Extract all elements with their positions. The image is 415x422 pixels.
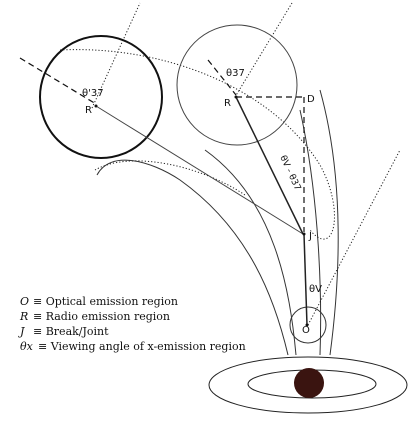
legend-text-r: ≡ Radio emission region <box>33 310 170 323</box>
radio-region-circle-right <box>176 24 298 146</box>
legend-symbol-r: R <box>19 310 28 323</box>
point-o <box>305 323 309 327</box>
jet-inner-left-wall <box>204 149 297 356</box>
label-theta-diff: θV - θ37 <box>277 154 302 192</box>
legend-text-theta: ≡ Viewing angle of x-emission region <box>38 340 246 353</box>
legend-text-j: ≡ Break/Joint <box>33 325 109 338</box>
dotted-envelope-outer <box>59 49 335 240</box>
line-j-to-o <box>303 233 308 326</box>
label-d: D <box>307 94 315 105</box>
sightline-right-circle <box>234 2 293 98</box>
jet-outer-right-wall <box>319 89 339 356</box>
label-theta-left: θ'37 <box>82 88 104 99</box>
label-r-left: R <box>85 105 92 116</box>
legend-text-o: ≡ Optical emission region <box>33 295 178 308</box>
black-hole <box>294 368 324 398</box>
legend-symbol-j: J <box>18 325 25 338</box>
dashed-axis-left <box>19 57 97 105</box>
jet-outer-left-wall <box>96 159 289 356</box>
optical-region-circle <box>289 306 327 344</box>
sightline-optical <box>307 149 401 326</box>
point-j <box>302 232 306 236</box>
label-j: J <box>308 231 312 242</box>
label-r-right: R <box>224 98 231 109</box>
line-r-right-to-j <box>235 96 304 235</box>
legend-symbol-o: O <box>20 295 29 308</box>
dotted-envelope-lower <box>94 160 246 196</box>
label-theta-v: θV <box>309 284 322 295</box>
legend-symbol-theta: θx <box>20 340 34 353</box>
jet-inner-right-wall <box>299 109 322 356</box>
line-r-left-to-j <box>95 105 304 235</box>
legend: O ≡ Optical emission region R ≡ Radio em… <box>18 295 246 353</box>
point-r-right <box>234 95 238 99</box>
point-r-left <box>94 104 98 108</box>
label-theta-right: θ37 <box>226 68 245 79</box>
radio-region-circle-left <box>39 35 163 159</box>
sightline-left-circle <box>91 2 141 109</box>
outer-disk-ellipse <box>208 356 408 414</box>
dashed-axis-right <box>207 59 237 96</box>
label-o: O <box>302 325 310 336</box>
